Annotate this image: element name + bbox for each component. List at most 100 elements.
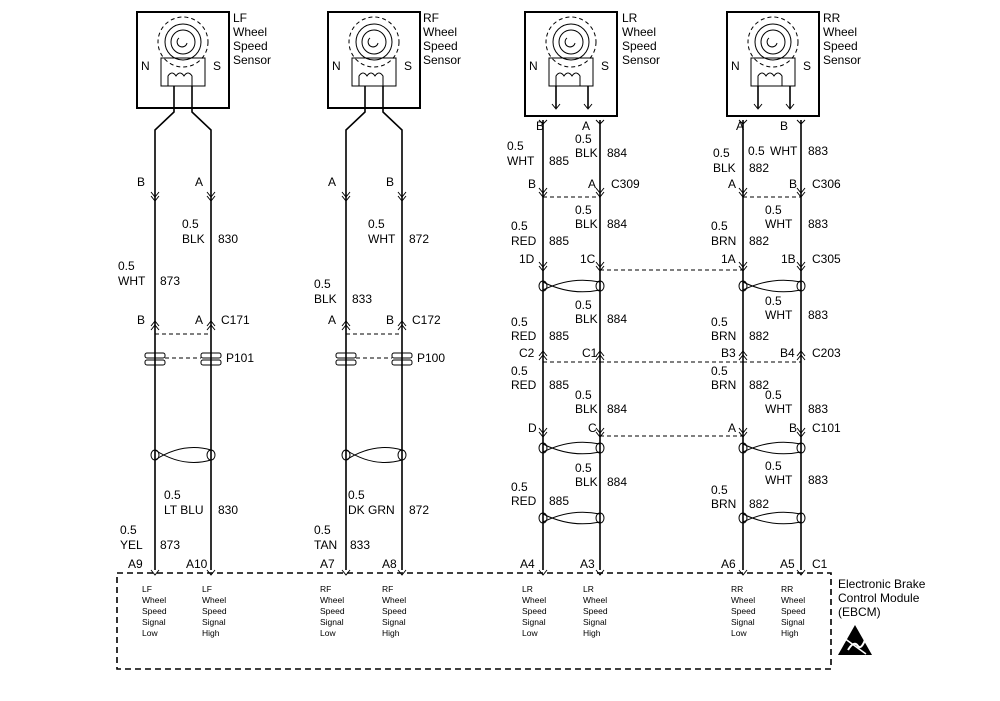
lr-south-pole: S	[601, 59, 609, 73]
connector-c203: C203	[812, 346, 841, 360]
svg-text:DK GRN: DK GRN	[348, 503, 395, 517]
lr-c101-pin-c: C	[588, 421, 597, 435]
svg-text:0.5: 0.5	[575, 203, 592, 217]
connector-c101: C101	[812, 421, 841, 435]
svg-text:RF: RF	[382, 584, 393, 594]
svg-text:Wheel: Wheel	[622, 25, 656, 39]
rf-north-pole: N	[332, 59, 341, 73]
lr-circuit	[538, 119, 605, 570]
svg-text:830: 830	[218, 232, 238, 246]
svg-text:882: 882	[749, 161, 769, 175]
svg-text:Speed: Speed	[233, 39, 268, 53]
svg-text:Wheel: Wheel	[142, 595, 166, 605]
rf-c172-pin-a: A	[328, 313, 336, 327]
svg-text:Speed: Speed	[202, 606, 227, 616]
lf-pin-b: B	[137, 175, 145, 189]
svg-text:873: 873	[160, 538, 180, 552]
svg-text:Wheel: Wheel	[202, 595, 226, 605]
svg-text:885: 885	[549, 378, 569, 392]
svg-text:Signal: Signal	[522, 617, 546, 627]
rr-pin-1b: 1B	[781, 252, 796, 266]
svg-text:YEL: YEL	[120, 538, 143, 552]
svg-text:882: 882	[749, 497, 769, 511]
svg-text:872: 872	[409, 232, 429, 246]
svg-text:885: 885	[549, 234, 569, 248]
connector-p101: P101	[226, 351, 254, 365]
svg-text:Low: Low	[731, 628, 747, 638]
svg-text:883: 883	[808, 473, 828, 487]
ebcm-signal-lr-low: LR Wheel Speed Signal Low	[522, 584, 547, 638]
svg-text:BLK: BLK	[314, 292, 337, 306]
svg-text:WHT: WHT	[507, 154, 535, 168]
svg-text:Sensor: Sensor	[622, 53, 660, 67]
rr-sensor-pin-a: A	[736, 119, 744, 133]
svg-text:WHT: WHT	[368, 232, 396, 246]
svg-text:Wheel: Wheel	[583, 595, 607, 605]
connector-c306: C306	[812, 177, 841, 191]
connector-c305: C305	[812, 252, 841, 266]
connector-p100: P100	[417, 351, 445, 365]
rf-sensor: N S	[327, 11, 421, 109]
svg-text:LR: LR	[583, 584, 594, 594]
rr-pin-a5: A5	[780, 557, 795, 571]
ebcm-signal-lr-high: LR Wheel Speed Signal High	[583, 584, 608, 638]
svg-text:0.5: 0.5	[164, 488, 181, 502]
lf-c171-pin-b: B	[137, 313, 145, 327]
svg-text:0.5: 0.5	[182, 217, 199, 231]
svg-text:0.5: 0.5	[511, 364, 528, 378]
lr-c309-pin-b: B	[528, 177, 536, 191]
svg-text:BLK: BLK	[713, 161, 736, 175]
lf-pin-a9: A9	[128, 557, 143, 571]
lf-circuit	[144, 100, 222, 570]
svg-text:833: 833	[350, 538, 370, 552]
svg-text:Speed: Speed	[142, 606, 167, 616]
svg-text:Signal: Signal	[142, 617, 166, 627]
svg-text:0.5: 0.5	[511, 315, 528, 329]
svg-text:0.5: 0.5	[368, 217, 385, 231]
svg-text:0.5: 0.5	[314, 523, 331, 537]
lr-pin-1d: 1D	[519, 252, 535, 266]
svg-text:BLK: BLK	[182, 232, 205, 246]
svg-text:884: 884	[607, 146, 627, 160]
svg-text:LR: LR	[522, 584, 533, 594]
ebcm-signal-rf-low: RF Wheel Speed Signal Low	[320, 584, 345, 638]
rr-circuit	[738, 119, 806, 570]
lr-pin-c2: C2	[519, 346, 535, 360]
svg-text:Signal: Signal	[320, 617, 344, 627]
rr-pin-b3: B3	[721, 346, 736, 360]
rr-south-pole: S	[803, 59, 811, 73]
lr-north-pole: N	[529, 59, 538, 73]
svg-text:Wheel: Wheel	[382, 595, 406, 605]
rf-circuit	[335, 100, 413, 570]
svg-text:Electronic Brake: Electronic Brake	[838, 577, 926, 591]
svg-text:High: High	[781, 628, 799, 638]
svg-text:Signal: Signal	[382, 617, 406, 627]
svg-text:BLK: BLK	[575, 217, 598, 231]
rf-pin-a: A	[328, 175, 336, 189]
svg-text:0.5: 0.5	[575, 132, 592, 146]
svg-text:0.5: 0.5	[765, 459, 782, 473]
svg-text:884: 884	[607, 217, 627, 231]
rr-pin-b4: B4	[780, 346, 795, 360]
svg-text:Speed: Speed	[622, 39, 657, 53]
svg-text:0.5: 0.5	[711, 483, 728, 497]
svg-text:WHT: WHT	[765, 402, 793, 416]
svg-text:0.5: 0.5	[765, 388, 782, 402]
svg-text:Low: Low	[142, 628, 158, 638]
connector-c1: C1	[812, 557, 828, 571]
svg-text:0.5: 0.5	[748, 144, 765, 158]
svg-text:0.5: 0.5	[765, 203, 782, 217]
svg-text:RED: RED	[511, 494, 537, 508]
svg-text:Sensor: Sensor	[233, 53, 271, 67]
svg-text:0.5: 0.5	[711, 219, 728, 233]
svg-text:Signal: Signal	[731, 617, 755, 627]
svg-text:LF: LF	[142, 584, 152, 594]
svg-text:WHT: WHT	[770, 144, 798, 158]
svg-text:Speed: Speed	[583, 606, 608, 616]
svg-text:LT BLU: LT BLU	[164, 503, 204, 517]
svg-text:0.5: 0.5	[507, 139, 524, 153]
rr-c306-pin-a: A	[728, 177, 736, 191]
ebcm-signal-lf-high: LF Wheel Speed Signal High	[202, 584, 227, 638]
svg-text:(EBCM): (EBCM)	[838, 605, 881, 619]
svg-text:Speed: Speed	[382, 606, 407, 616]
